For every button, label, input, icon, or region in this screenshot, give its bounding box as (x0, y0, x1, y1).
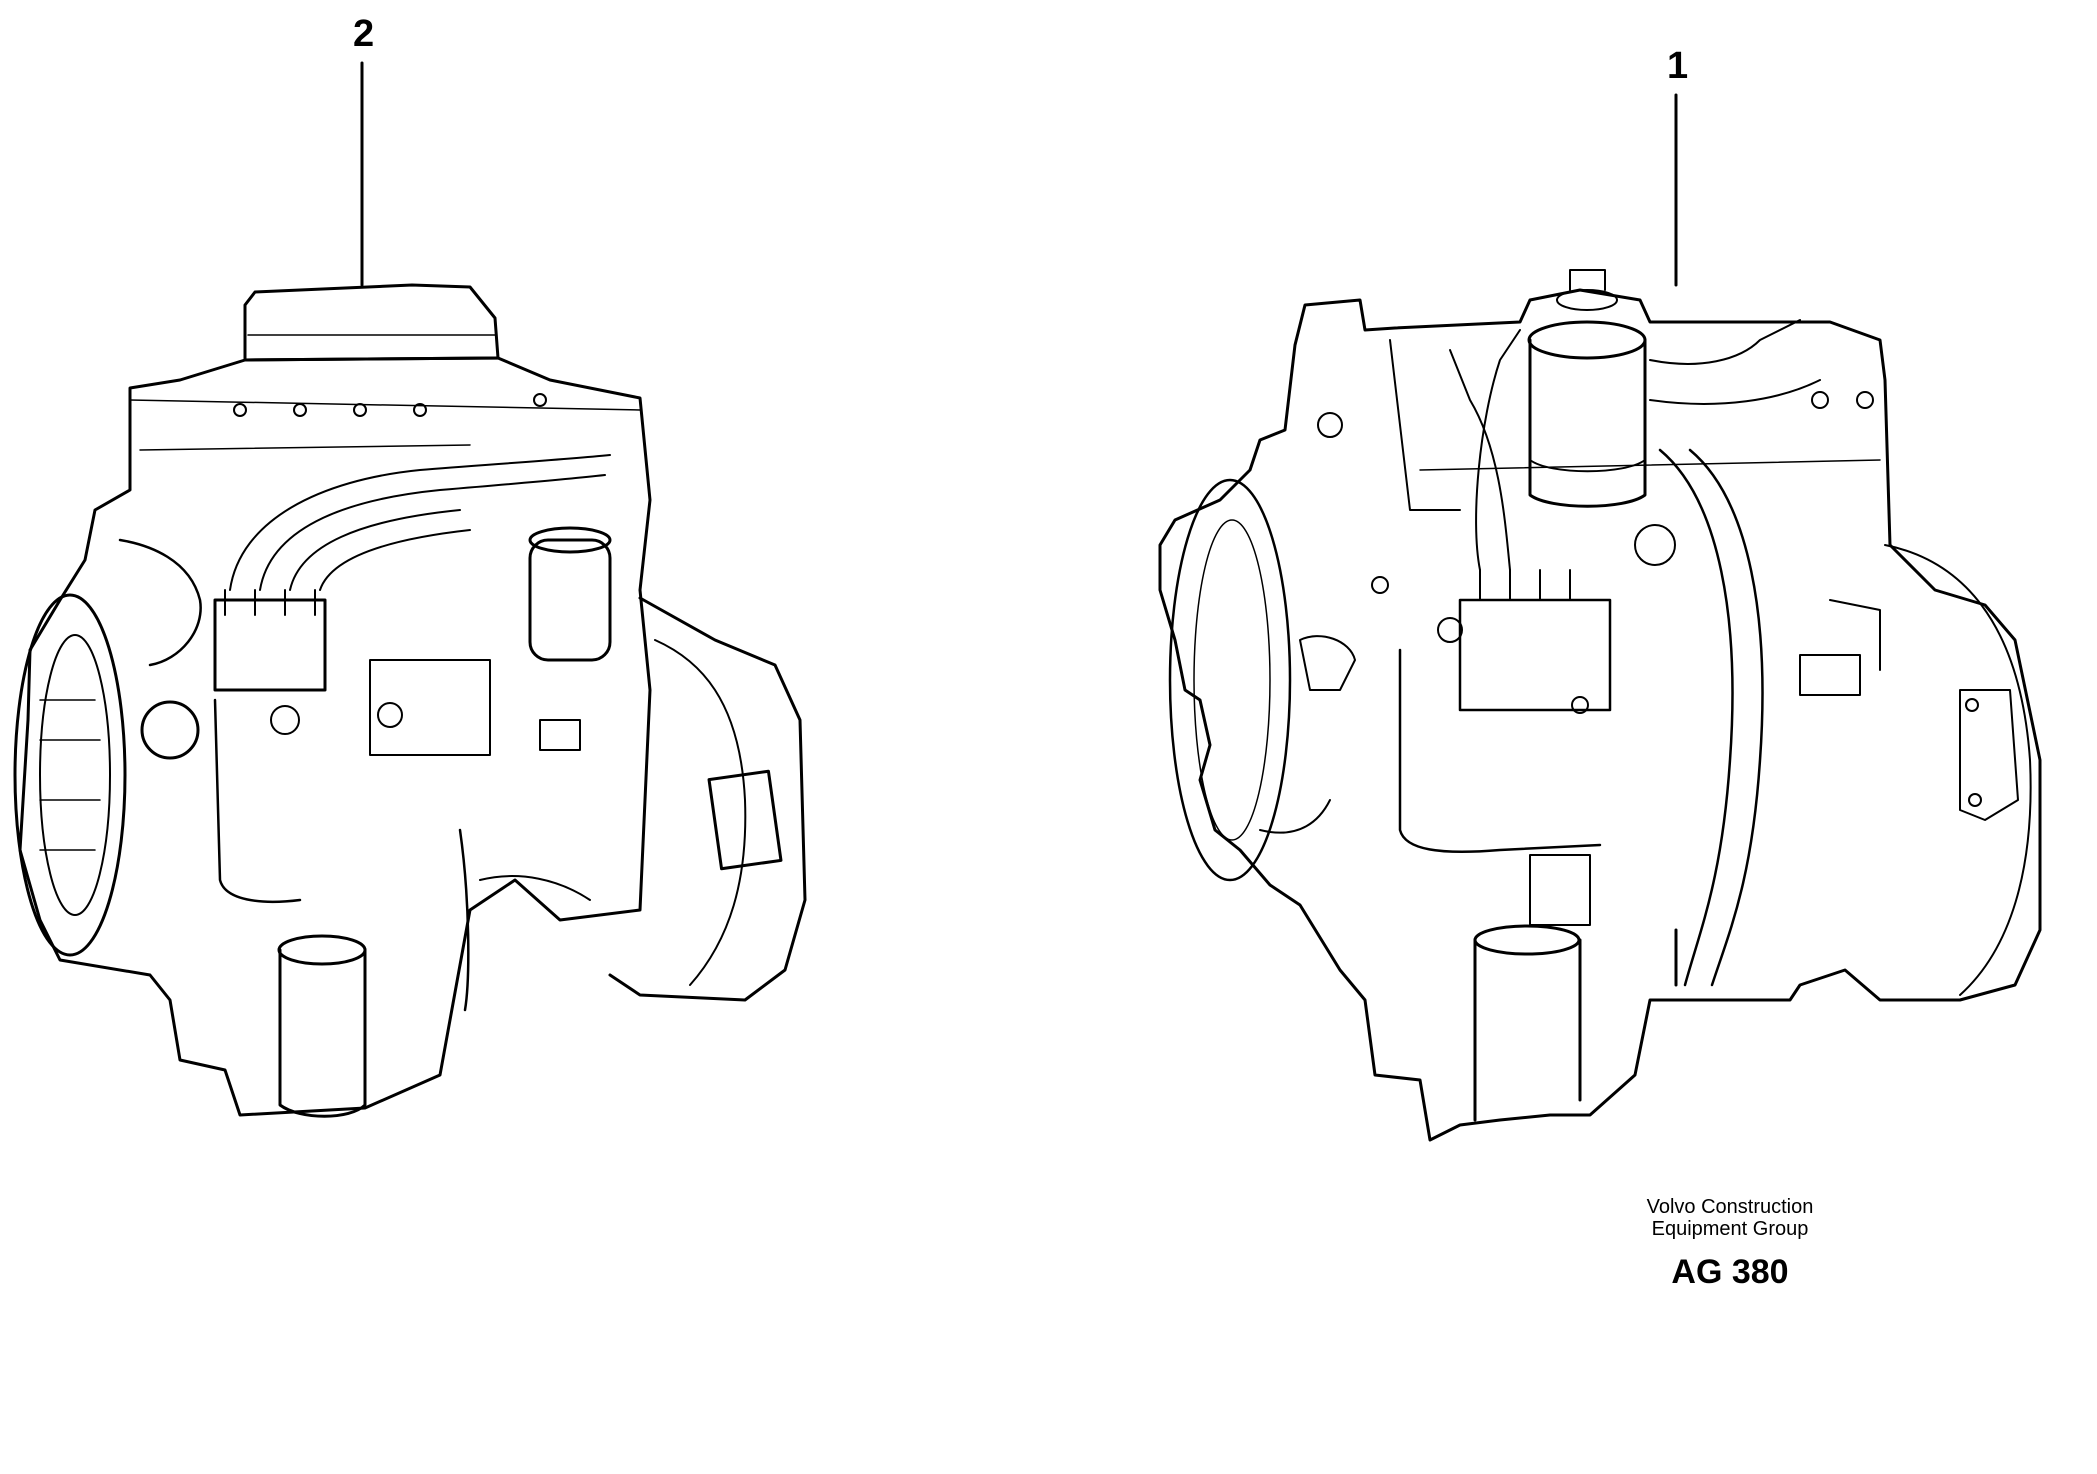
engine-drawing-2 (13, 61, 807, 1118)
fuel-filter-2 (528, 538, 612, 662)
callout-label-1: 1 (1667, 45, 1689, 87)
engine-block-outline-1 (1158, 288, 2042, 1142)
housing-plate (707, 769, 783, 871)
injection-pump-1 (1458, 598, 1612, 712)
front-pulley-1 (1168, 478, 1292, 882)
injection-pump-2 (213, 598, 327, 692)
fuel-filter-1 (1528, 338, 1647, 508)
engine-block-outline (18, 356, 652, 1117)
block-panel-1 (1799, 654, 1861, 696)
pipe-2 (213, 698, 302, 904)
coolant-hose-1 (1658, 448, 1734, 987)
housing-plate-1 (1959, 689, 2019, 821)
turbo-elbow-2 (118, 538, 202, 667)
flywheel-housing-1 (1884, 544, 2032, 996)
engine-drawing-1 (1158, 93, 2042, 1142)
fuel-lines-1 (1475, 329, 1521, 571)
caption-figure-code: AG 380 (1671, 1253, 1789, 1291)
oil-filter-2 (278, 948, 367, 1118)
figure-caption: Volvo Construction Equipment Group AG 38… (1580, 1196, 1880, 1291)
pipe-1 (1398, 648, 1602, 854)
callout-label-2: 2 (353, 13, 375, 55)
caption-organization-line2: Equipment Group (1651, 1218, 1809, 1240)
caption-organization-line1: Volvo Construction (1646, 1196, 1814, 1218)
fuel-lines-2 (229, 454, 611, 591)
cap-2 (140, 700, 200, 760)
front-pulley (13, 593, 127, 957)
air-intake-cover (243, 283, 500, 362)
oil-filter-1 (1473, 938, 1582, 1122)
flywheel-housing (608, 596, 807, 1002)
block-panel (369, 659, 491, 756)
